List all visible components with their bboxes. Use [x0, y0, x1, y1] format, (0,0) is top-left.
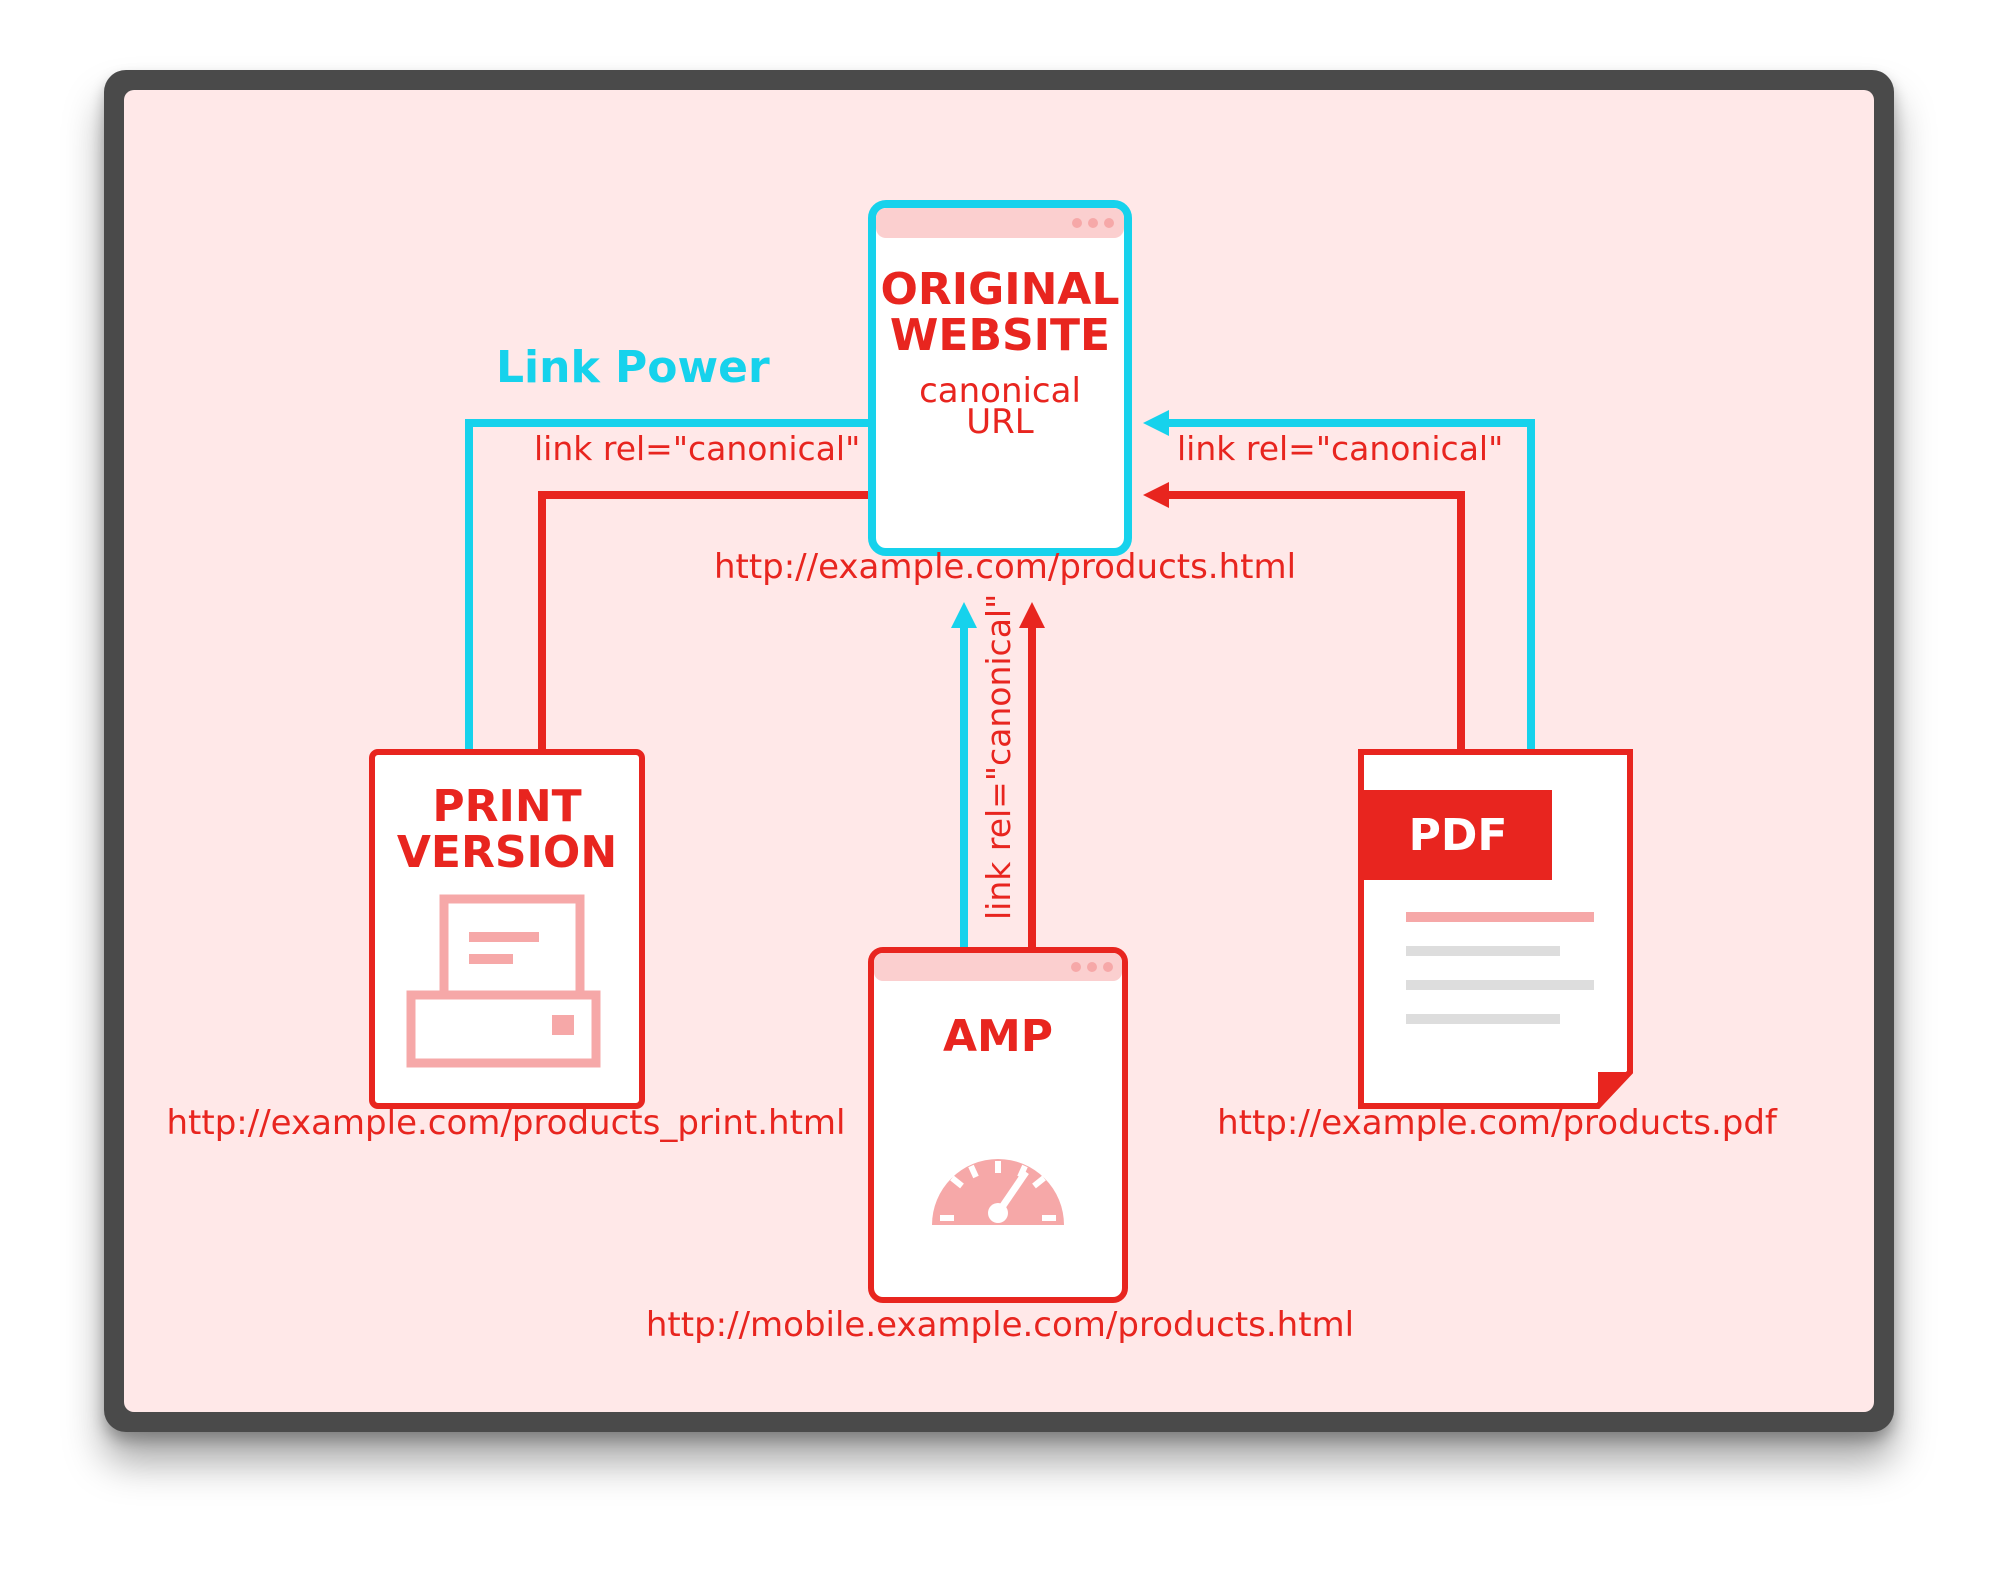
pdf-banner: [1364, 790, 1552, 880]
diagram-canvas: Link Power link rel="canonical" link rel…: [124, 90, 1874, 1412]
canonical-label-middle: link rel="canonical": [979, 594, 1018, 920]
amp-card: AMP: [868, 947, 1128, 1303]
original-subtitle-line1: canonical: [919, 371, 1081, 411]
browser-titlebar: [876, 208, 1124, 238]
connector-print-canonical: [538, 482, 912, 752]
canonical-diagram: Link Power link rel="canonical" link rel…: [166, 200, 1778, 1345]
window-dots-icon: [1072, 218, 1114, 228]
print-version-card: PRINT VERSION: [369, 749, 645, 1109]
connector-pdf-linkpower: [1143, 410, 1535, 752]
pdf-url: http://example.com/products.pdf: [1217, 1103, 1778, 1143]
window-frame: Link Power link rel="canonical" link rel…: [104, 70, 1894, 1432]
canonical-label-left: link rel="canonical": [534, 429, 860, 468]
original-website-card: ORIGINAL WEBSITE canonical URL: [868, 200, 1132, 556]
amp-title: AMP: [943, 1011, 1053, 1062]
original-subtitle-line2: URL: [966, 402, 1034, 442]
canonical-label-right: link rel="canonical": [1177, 429, 1503, 468]
window-dots-icon: [1071, 962, 1113, 972]
printer-icon: [406, 894, 601, 1068]
browser-titlebar: [874, 953, 1122, 981]
connector-amp-canonical: [1019, 602, 1045, 948]
print-title-line1: PRINT: [432, 781, 581, 832]
original-title-line2: WEBSITE: [890, 310, 1110, 361]
amp-url: http://mobile.example.com/products.html: [646, 1305, 1354, 1345]
print-title-line2: VERSION: [397, 827, 617, 878]
page-fold-icon: [1598, 1072, 1630, 1106]
connector-pdf-canonical: [1143, 482, 1465, 752]
pdf-card: PDF: [1358, 749, 1633, 1109]
speedometer-icon: [932, 1159, 1064, 1225]
original-title-line1: ORIGINAL: [880, 264, 1119, 315]
document-icon: [1406, 912, 1594, 1024]
print-url: http://example.com/products_print.html: [166, 1103, 845, 1143]
link-power-label: Link Power: [496, 342, 770, 393]
connector-amp-linkpower: [951, 602, 977, 948]
original-url: http://example.com/products.html: [714, 547, 1296, 587]
pdf-title: PDF: [1409, 810, 1508, 861]
